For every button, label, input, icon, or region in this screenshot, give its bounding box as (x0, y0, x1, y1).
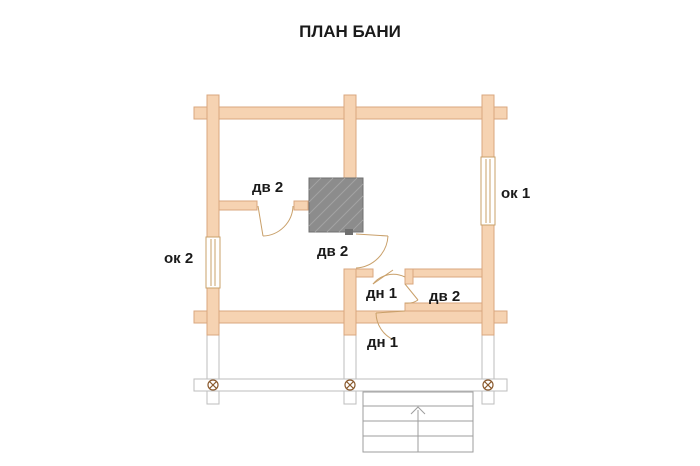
label-dv2-left: дв 2 (252, 179, 283, 196)
label-ok2: ок 2 (164, 250, 193, 267)
partition-left-a (218, 200, 258, 211)
windows (205, 156, 496, 289)
label-dv2-center: дв 2 (317, 243, 348, 260)
stove (308, 177, 364, 235)
terrace-post-left (206, 323, 220, 405)
shower-wall-top (404, 268, 483, 278)
stairs (362, 391, 474, 453)
room-labels: дв 2 дв 2 дн 1 дв 2 дн 1 ок 1 ок 2 (164, 179, 530, 351)
post-markers (207, 379, 494, 391)
wall-left-upper (206, 94, 220, 238)
wall-right-lower (481, 224, 495, 336)
door-dv2-right-swing (404, 283, 419, 304)
door-dv2-left-swing (257, 205, 294, 237)
partition-upper (343, 94, 357, 186)
window-ok1 (480, 156, 496, 226)
window-ok2 (205, 236, 221, 289)
shower-stub (355, 268, 374, 278)
post-marker-left (207, 379, 219, 391)
door-dn1-upper-swing (372, 269, 406, 285)
door-dv2-center-swing (355, 233, 389, 269)
label-dv2-right: дв 2 (429, 288, 460, 305)
stairs-arrow-head (410, 406, 426, 415)
label-dn1-upper: дн 1 (366, 285, 397, 302)
log-walls (193, 94, 508, 336)
shower-wall-bottom (404, 302, 483, 312)
label-dn1-lower: дн 1 (367, 334, 398, 351)
door-swings (257, 205, 419, 341)
post-marker-right (482, 379, 494, 391)
partition-lower (343, 268, 357, 336)
terrace-post-middle (343, 323, 357, 405)
wall-left-lower (206, 287, 220, 336)
plan-title: ПЛАН БАНИ (299, 22, 401, 41)
door-dn1-lower-swing (375, 310, 406, 341)
terrace-post-right (481, 323, 495, 405)
shower-wall-top-post (404, 268, 414, 285)
stove-flue (345, 229, 353, 235)
label-ok1: ок 1 (501, 185, 530, 202)
post-marker-middle (344, 379, 356, 391)
wall-right-upper (481, 94, 495, 158)
partition-left-b (293, 200, 309, 211)
